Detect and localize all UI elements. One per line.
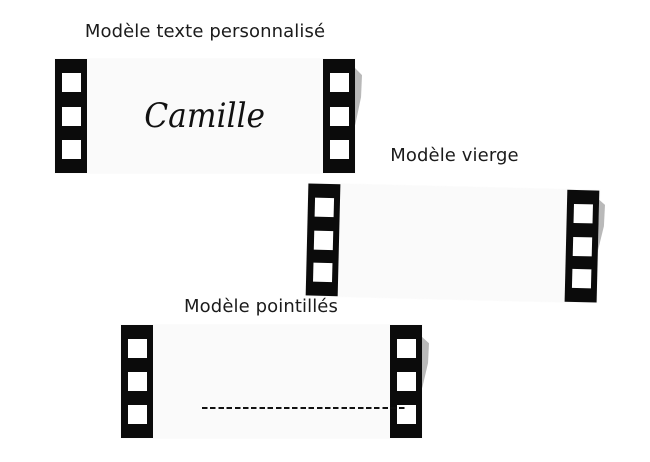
card-body (338, 184, 568, 302)
film-strip-hole (329, 73, 349, 93)
film-strip-hole (314, 197, 334, 217)
film-strip-hole (573, 203, 593, 224)
model-title-blank: Modèle vierge (390, 145, 519, 166)
film-strip-hole (329, 106, 349, 126)
film-strip-hole (61, 139, 81, 159)
film-strip-right (390, 325, 422, 438)
film-strip-left (55, 59, 87, 173)
film-strip-right (564, 189, 600, 303)
film-strip-right (323, 59, 355, 173)
film-strip-hole (396, 339, 416, 358)
film-strip-hole (127, 405, 147, 424)
model-title-personalized: Modèle texte personnalisé (84, 21, 326, 42)
film-strip-hole (572, 236, 592, 256)
film-strip-hole (127, 339, 147, 358)
card-fold-shadow (354, 67, 362, 125)
film-strip-hole (329, 139, 349, 159)
film-strip-hole (396, 405, 416, 424)
film-strip-hole (61, 106, 81, 126)
guest-name-text: Camille (144, 96, 266, 136)
card-body: Camille (87, 59, 323, 173)
place-card-personalized: Camille (55, 59, 355, 173)
film-strip-hole (571, 269, 591, 289)
film-strip-hole (313, 230, 333, 250)
film-strip-hole (396, 372, 416, 391)
model-title-dotted: Modèle pointillés (184, 296, 338, 317)
film-strip-left (121, 325, 153, 438)
card-body (153, 325, 406, 438)
film-strip-hole (312, 262, 332, 283)
film-strip-left (305, 183, 341, 297)
card-fold-shadow (596, 197, 605, 253)
name-dotted-line (202, 407, 406, 409)
place-card-blank (305, 183, 600, 303)
card-fold-shadow (421, 336, 429, 388)
place-card-dotted (121, 325, 422, 438)
film-strip-hole (61, 73, 81, 93)
film-strip-hole (127, 372, 147, 391)
